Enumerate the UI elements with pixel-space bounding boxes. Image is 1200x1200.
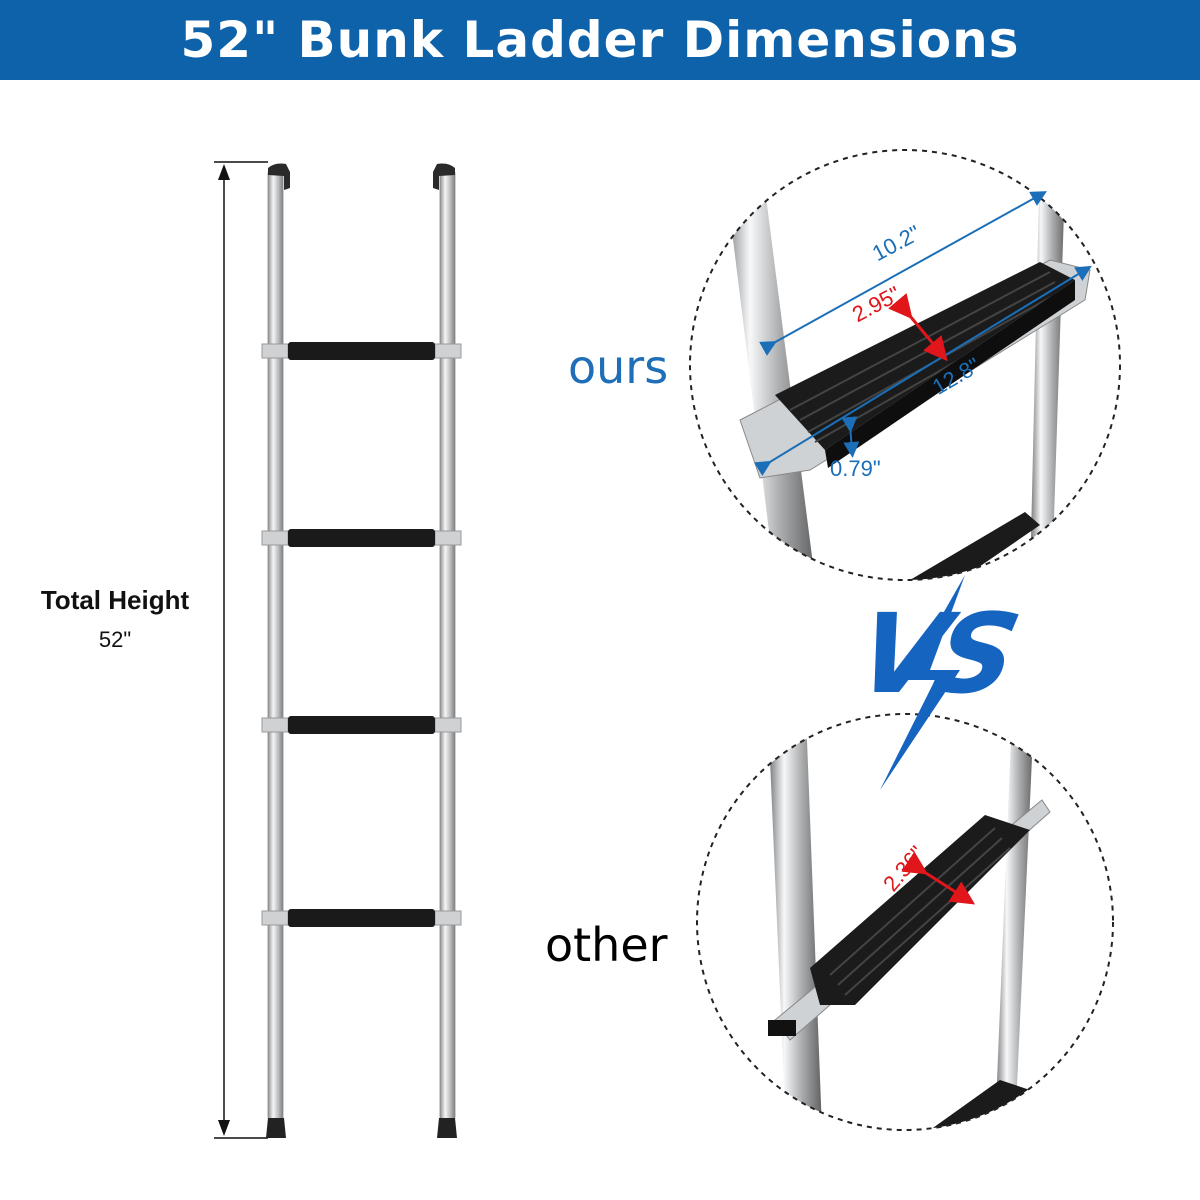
ours-thickness-value: 0.79" [830,456,881,481]
page-title: 52" Bunk Ladder Dimensions [180,11,1020,69]
ours-closeup [689,149,1121,581]
ladder-tread-3 [261,716,462,734]
vs-label: VS [846,590,1022,718]
ladder-left-rail [266,163,290,1138]
ours-label: ours [568,340,669,394]
ladder-tread-2 [261,529,462,547]
other-label: other [545,918,668,972]
other-closeup [696,713,1114,1131]
ours-dimension-lines [754,191,1092,476]
other-dimension-line [901,851,976,905]
title-banner: 52" Bunk Ladder Dimensions [0,0,1200,80]
ladder-right-rail [433,163,457,1138]
vs-bolt-icon [880,575,965,790]
height-dimension-line [214,161,268,1139]
ladder-tread-4 [261,909,462,927]
total-height-label: Total Height [40,585,190,615]
total-height-value: 52" [98,627,132,652]
ladder-tread-1 [261,342,462,360]
